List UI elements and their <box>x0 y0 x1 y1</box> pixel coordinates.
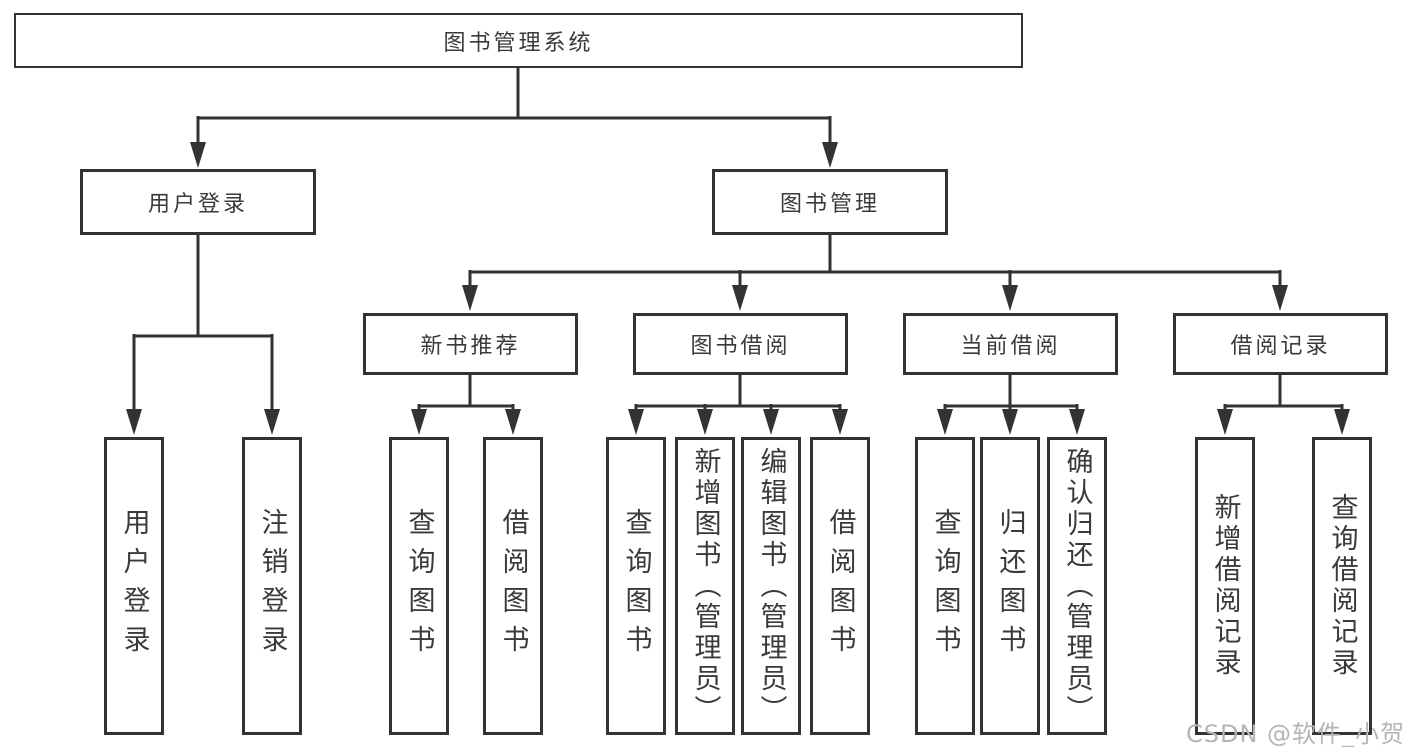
node-book-management: 图书管理 <box>712 169 948 235</box>
leaf-recommend-borrow-book: 借阅图书 <box>483 437 543 735</box>
leaf-borrow-add-book-admin-label: 新增图书（管理员） <box>689 446 721 726</box>
connector-userlogin-to-leaves <box>132 233 274 413</box>
node-current-borrow-label: 当前借阅 <box>960 334 1061 359</box>
node-book-borrow: 图书借阅 <box>633 313 848 375</box>
node-borrow-record-label: 借阅记录 <box>1230 334 1331 359</box>
node-user-login-label: 用户登录 <box>147 192 248 217</box>
leaf-current-query-book-label: 查询图书 <box>929 508 961 664</box>
leaf-record-add-borrow-record: 新增借阅记录 <box>1195 437 1255 735</box>
node-root: 图书管理系统 <box>14 13 1023 68</box>
leaf-current-return-book-label: 归还图书 <box>994 508 1026 664</box>
node-root-label: 图书管理系统 <box>443 30 594 56</box>
leaf-borrow-add-book-admin: 新增图书（管理员） <box>675 437 735 735</box>
leaf-current-query-book: 查询图书 <box>915 437 975 735</box>
leaf-record-query-borrow-record-label: 查询借阅记录 <box>1326 493 1358 679</box>
leaf-current-confirm-return-admin-label: 确认归还（管理员） <box>1061 446 1093 726</box>
connector-borrowrecord-to-leaves <box>1223 373 1344 413</box>
leaf-borrow-borrow-book-label: 借阅图书 <box>824 508 856 664</box>
node-new-book-recommend-label: 新书推荐 <box>420 334 521 359</box>
leaf-record-add-borrow-record-label: 新增借阅记录 <box>1209 493 1241 679</box>
csdn-watermark: CSDN @软件_小贺同学 <box>1186 720 1405 747</box>
leaf-borrow-edit-book-admin: 编辑图书（管理员） <box>741 437 801 735</box>
leaf-user-login: 用户登录 <box>104 437 164 735</box>
arrowheads <box>126 142 1350 435</box>
connector-recommend-to-leaves <box>417 373 515 413</box>
connector-bookborrow-to-leaves <box>634 373 842 413</box>
connector-bookmgmt-to-level3 <box>468 233 1282 289</box>
leaf-current-return-book: 归还图书 <box>980 437 1040 735</box>
leaf-current-confirm-return-admin: 确认归还（管理员） <box>1047 437 1107 735</box>
leaf-borrow-edit-book-admin-label: 编辑图书（管理员） <box>755 446 787 726</box>
connector-root-to-level2 <box>196 66 832 146</box>
node-current-borrow: 当前借阅 <box>903 313 1118 375</box>
leaf-recommend-query-book-label: 查询图书 <box>403 508 435 664</box>
connector-currentborrow-to-leaves <box>943 373 1079 413</box>
leaf-recommend-borrow-book-label: 借阅图书 <box>497 508 529 664</box>
node-borrow-record: 借阅记录 <box>1173 313 1388 375</box>
leaf-borrow-query-book-label: 查询图书 <box>620 508 652 664</box>
leaf-logout-label: 注销登录 <box>256 508 288 664</box>
leaf-logout: 注销登录 <box>242 437 302 735</box>
leaf-user-login-label: 用户登录 <box>118 508 150 664</box>
node-new-book-recommend: 新书推荐 <box>363 313 578 375</box>
node-user-login: 用户登录 <box>80 169 316 235</box>
node-book-management-label: 图书管理 <box>779 192 880 217</box>
leaf-borrow-borrow-book: 借阅图书 <box>810 437 870 735</box>
leaf-borrow-query-book: 查询图书 <box>606 437 666 735</box>
node-book-borrow-label: 图书借阅 <box>690 334 791 359</box>
leaf-recommend-query-book: 查询图书 <box>389 437 449 735</box>
leaf-record-query-borrow-record: 查询借阅记录 <box>1312 437 1372 735</box>
